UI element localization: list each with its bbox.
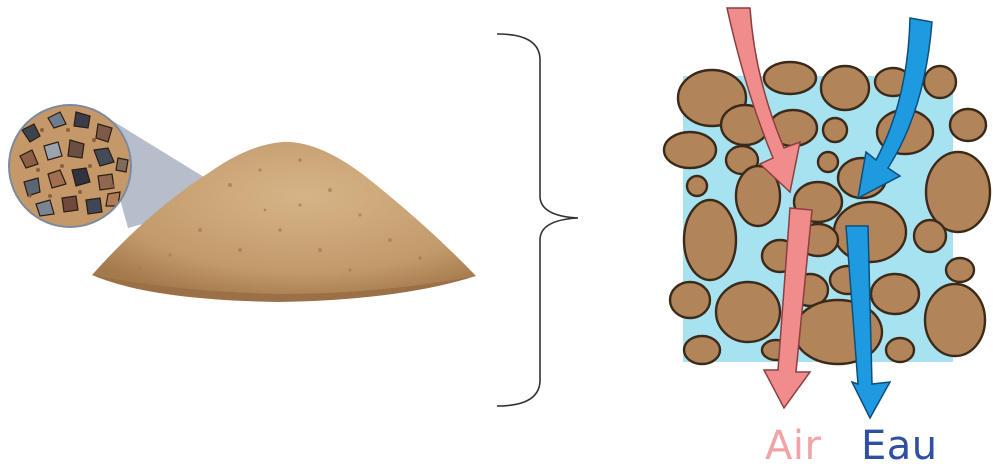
curly-brace	[497, 34, 578, 406]
sand-pile	[92, 110, 476, 302]
magnifier-circle	[8, 104, 132, 228]
eau-label: Eau	[861, 426, 938, 466]
soil-structure	[664, 8, 990, 418]
air-label: Air	[765, 426, 821, 466]
